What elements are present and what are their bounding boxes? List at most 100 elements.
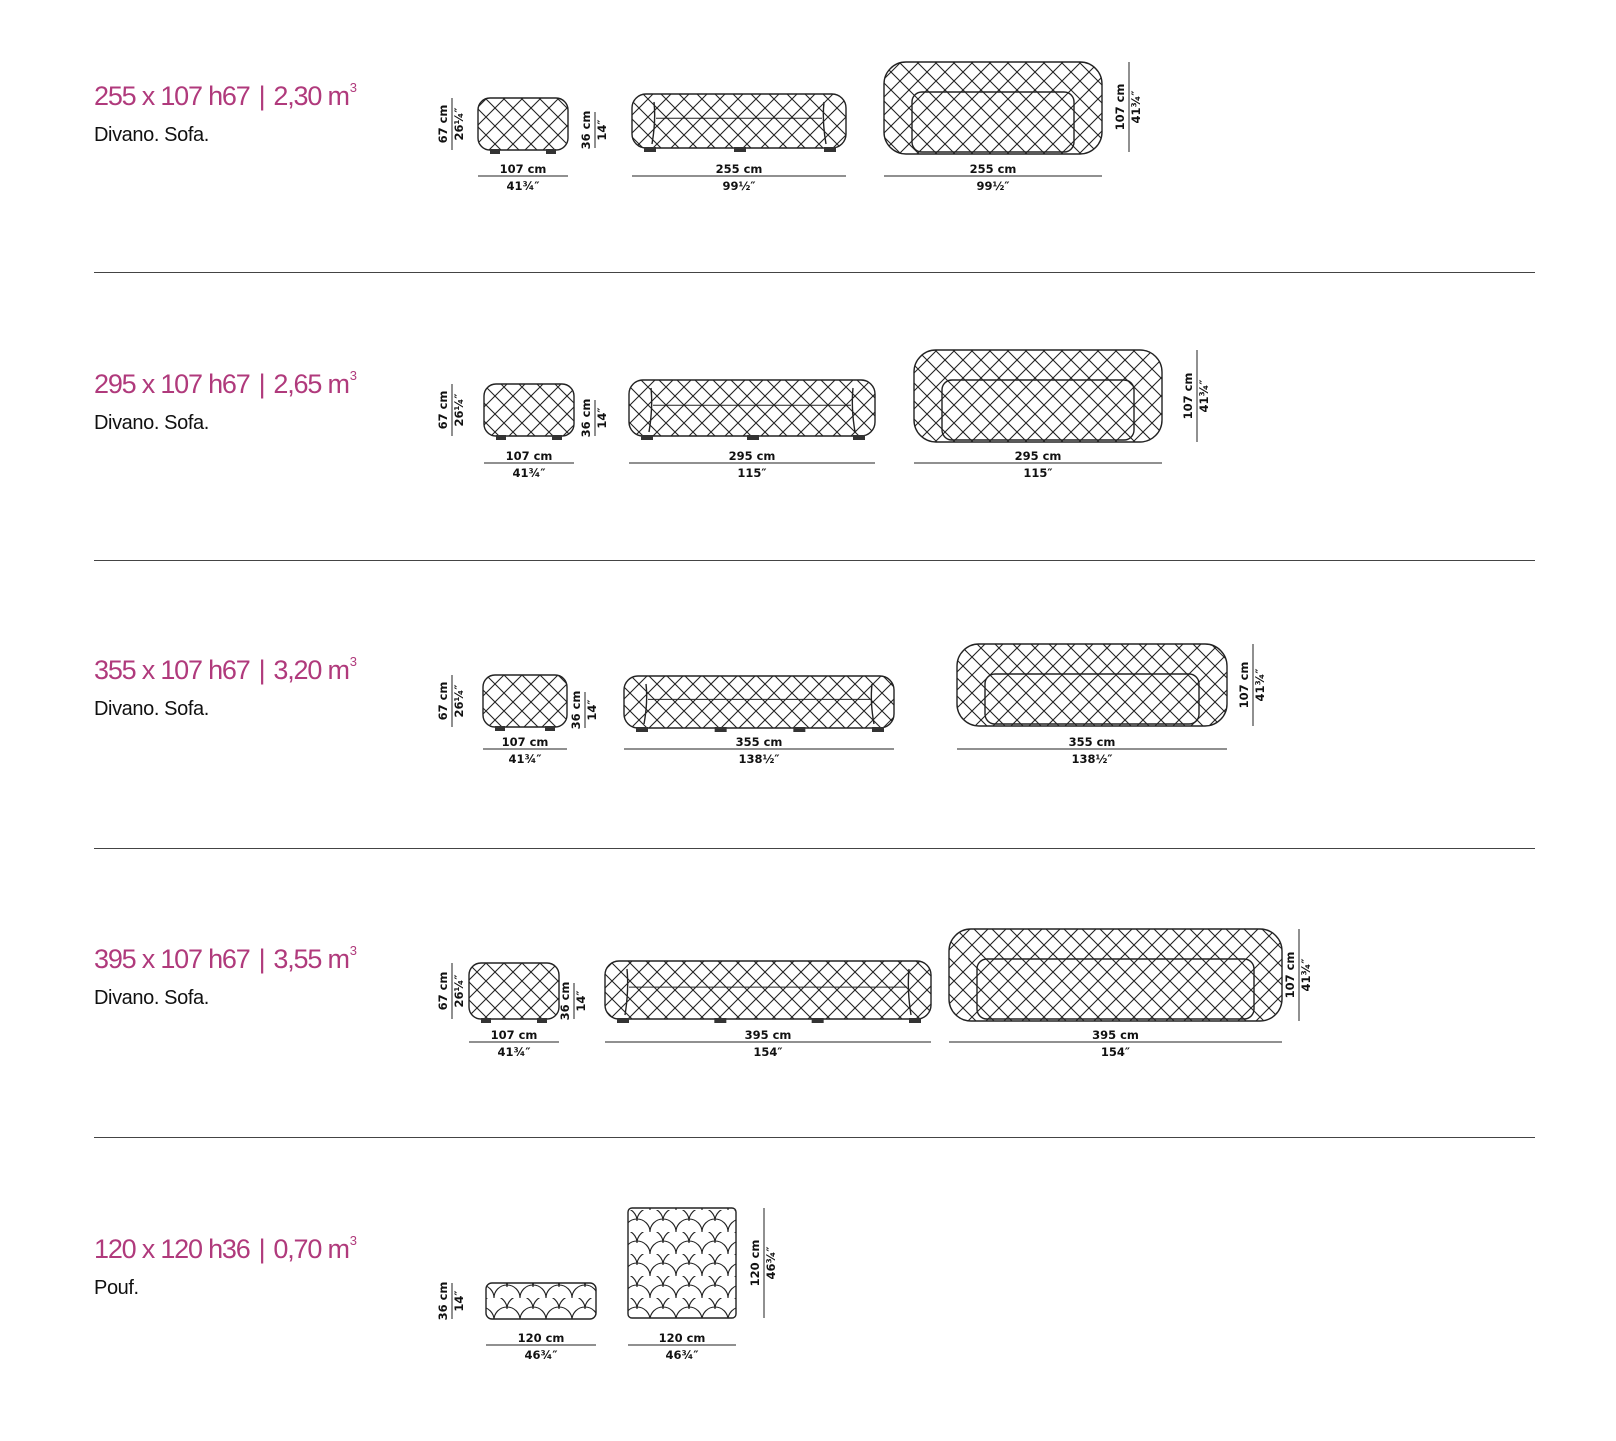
sofa-foot	[714, 727, 727, 732]
dimension-label-cm: 107 cm	[1237, 662, 1251, 709]
dimension-label-in: 138½″	[738, 752, 779, 766]
product-name: Divano. Sofa.	[94, 124, 209, 146]
dimension-label-cm: 107 cm	[1113, 84, 1127, 131]
sofa-foot	[734, 147, 746, 152]
dimension-label-in: 14″	[452, 1290, 466, 1311]
dimension-label-in: 115″	[737, 466, 766, 480]
dimension-label-in: 14″	[595, 407, 609, 428]
dimension-label-in: 41¾″	[1253, 668, 1267, 701]
sofa-side-view-quilt	[484, 384, 574, 436]
dimension-label-in: 14″	[595, 119, 609, 140]
sofa-front-view-outline	[604, 960, 932, 1020]
product-row-5: 120 x 120 h36|0,70 m3 Pouf.	[0, 1153, 1616, 1441]
sofa-side-view-quilt	[469, 963, 559, 1019]
dimension-label-in: 115″	[1023, 466, 1052, 480]
product-dimensions: 120 x 120 h36|0,70 m3	[94, 1233, 357, 1264]
sofa-foot	[636, 727, 648, 732]
sofa-arm-left	[648, 387, 653, 433]
sofa-foot	[747, 435, 759, 440]
dimension-label-in: 46¾″	[524, 1348, 557, 1362]
sofa-arm-left	[643, 683, 648, 725]
sofa-foot	[811, 1018, 824, 1023]
sofa-foot	[546, 149, 556, 154]
sofa-foot	[617, 1018, 629, 1023]
dimension-label-cm: 67 cm	[436, 972, 450, 1011]
sofa-side-view-outline	[468, 962, 560, 1020]
dimension-label-cm: 395 cm	[1092, 1028, 1139, 1042]
dimension-label-cm: 107 cm	[506, 449, 553, 463]
sofa-front-view-quilt	[632, 94, 846, 148]
product-spec: 255 x 107 h67|2,30 m3 Divano. Sofa.	[94, 80, 357, 147]
sofa-top-view-outline	[948, 928, 1283, 1022]
sofa-foot	[853, 435, 865, 440]
dimension-label-in: 41¾″	[1129, 90, 1143, 123]
dimension-label-in: 14″	[574, 990, 588, 1011]
sofa-side-view-quilt	[478, 98, 568, 150]
sofa-top-view-outline	[913, 349, 1163, 443]
dimension-label-in: 138½″	[1071, 752, 1112, 766]
pouf-top-view-outline	[627, 1207, 737, 1319]
product-dimensions: 295 x 107 h67|2,65 m3	[94, 368, 357, 399]
sofa-foot	[545, 726, 555, 731]
sofa-top-view-outline	[956, 643, 1228, 727]
sofa-seat-outline	[984, 673, 1200, 725]
dimension-label-in: 99½″	[722, 179, 755, 193]
sofa-front-view-quilt	[624, 676, 894, 728]
dimension-label-cm: 120 cm	[659, 1331, 706, 1345]
sofa-foot	[495, 726, 505, 731]
sofa-seat-outline	[941, 379, 1135, 441]
dimension-label-cm: 107 cm	[1283, 952, 1297, 999]
sofa-foot	[714, 1018, 727, 1023]
dimension-label-cm: 395 cm	[745, 1028, 792, 1042]
sofa-side-view-outline	[477, 97, 569, 151]
dimension-label-in: 26¼″	[452, 684, 466, 717]
sofa-arm-right	[870, 683, 875, 725]
pouf-side-view-quilt	[486, 1283, 596, 1319]
sofa-arm-right	[907, 968, 912, 1016]
dimension-label-cm: 255 cm	[970, 162, 1017, 176]
product-name: Divano. Sofa.	[94, 412, 209, 434]
sofa-top-view-quilt	[914, 350, 1162, 442]
dimension-label-cm: 36 cm	[579, 399, 593, 438]
dimension-label-in: 41¾″	[508, 752, 541, 766]
dimension-label-cm: 355 cm	[736, 735, 783, 749]
dimension-label-cm: 67 cm	[436, 391, 450, 430]
product-row-2: 295 x 107 h67|2,65 m3 Divano. Sofa.	[0, 288, 1616, 576]
dimension-label-cm: 107 cm	[1181, 373, 1195, 420]
dimension-label-cm: 36 cm	[569, 691, 583, 730]
dimension-label-in: 46¾″	[764, 1246, 778, 1279]
dimension-label-cm: 355 cm	[1069, 735, 1116, 749]
dimension-label-in: 41¾″	[497, 1045, 530, 1059]
dimension-label-in: 41¾″	[506, 179, 539, 193]
product-dimensions: 355 x 107 h67|3,20 m3	[94, 654, 357, 685]
dimension-label-cm: 67 cm	[436, 105, 450, 144]
sofa-top-view-quilt	[957, 644, 1227, 726]
sofa-foot	[552, 435, 562, 440]
sofa-arm-left	[624, 968, 629, 1016]
product-row-3: 355 x 107 h67|3,20 m3 Divano. Sofa.	[0, 576, 1616, 864]
dimension-label-in: 14″	[585, 699, 599, 720]
section-divider	[94, 272, 1535, 273]
product-row-1: 255 x 107 h67|2,30 m3 Divano. Sofa.	[0, 0, 1616, 288]
sofa-front-view-quilt	[605, 961, 931, 1019]
dimension-label-cm: 36 cm	[436, 1282, 450, 1321]
sofa-arm-right	[822, 101, 827, 145]
dimension-label-in: 41¾″	[512, 466, 545, 480]
sofa-arm-left	[651, 101, 656, 145]
dimension-label-cm: 255 cm	[716, 162, 763, 176]
sofa-seat-outline	[911, 91, 1075, 153]
product-dimensions: 255 x 107 h67|2,30 m3	[94, 80, 357, 111]
dimension-label-in: 26¼″	[452, 107, 466, 140]
section-divider	[94, 560, 1535, 561]
dimension-label-cm: 36 cm	[558, 982, 572, 1021]
sofa-foot	[537, 1018, 547, 1023]
sofa-side-view-quilt	[483, 675, 567, 727]
dimension-label-cm: 107 cm	[491, 1028, 538, 1042]
dimension-label-cm: 295 cm	[729, 449, 776, 463]
sofa-side-view-outline	[483, 383, 575, 437]
product-spec: 295 x 107 h67|2,65 m3 Divano. Sofa.	[94, 368, 357, 435]
dimension-label-in: 154″	[1101, 1045, 1130, 1059]
product-spec: 355 x 107 h67|3,20 m3 Divano. Sofa.	[94, 654, 357, 721]
pouf-top-view-quilt	[628, 1208, 736, 1318]
